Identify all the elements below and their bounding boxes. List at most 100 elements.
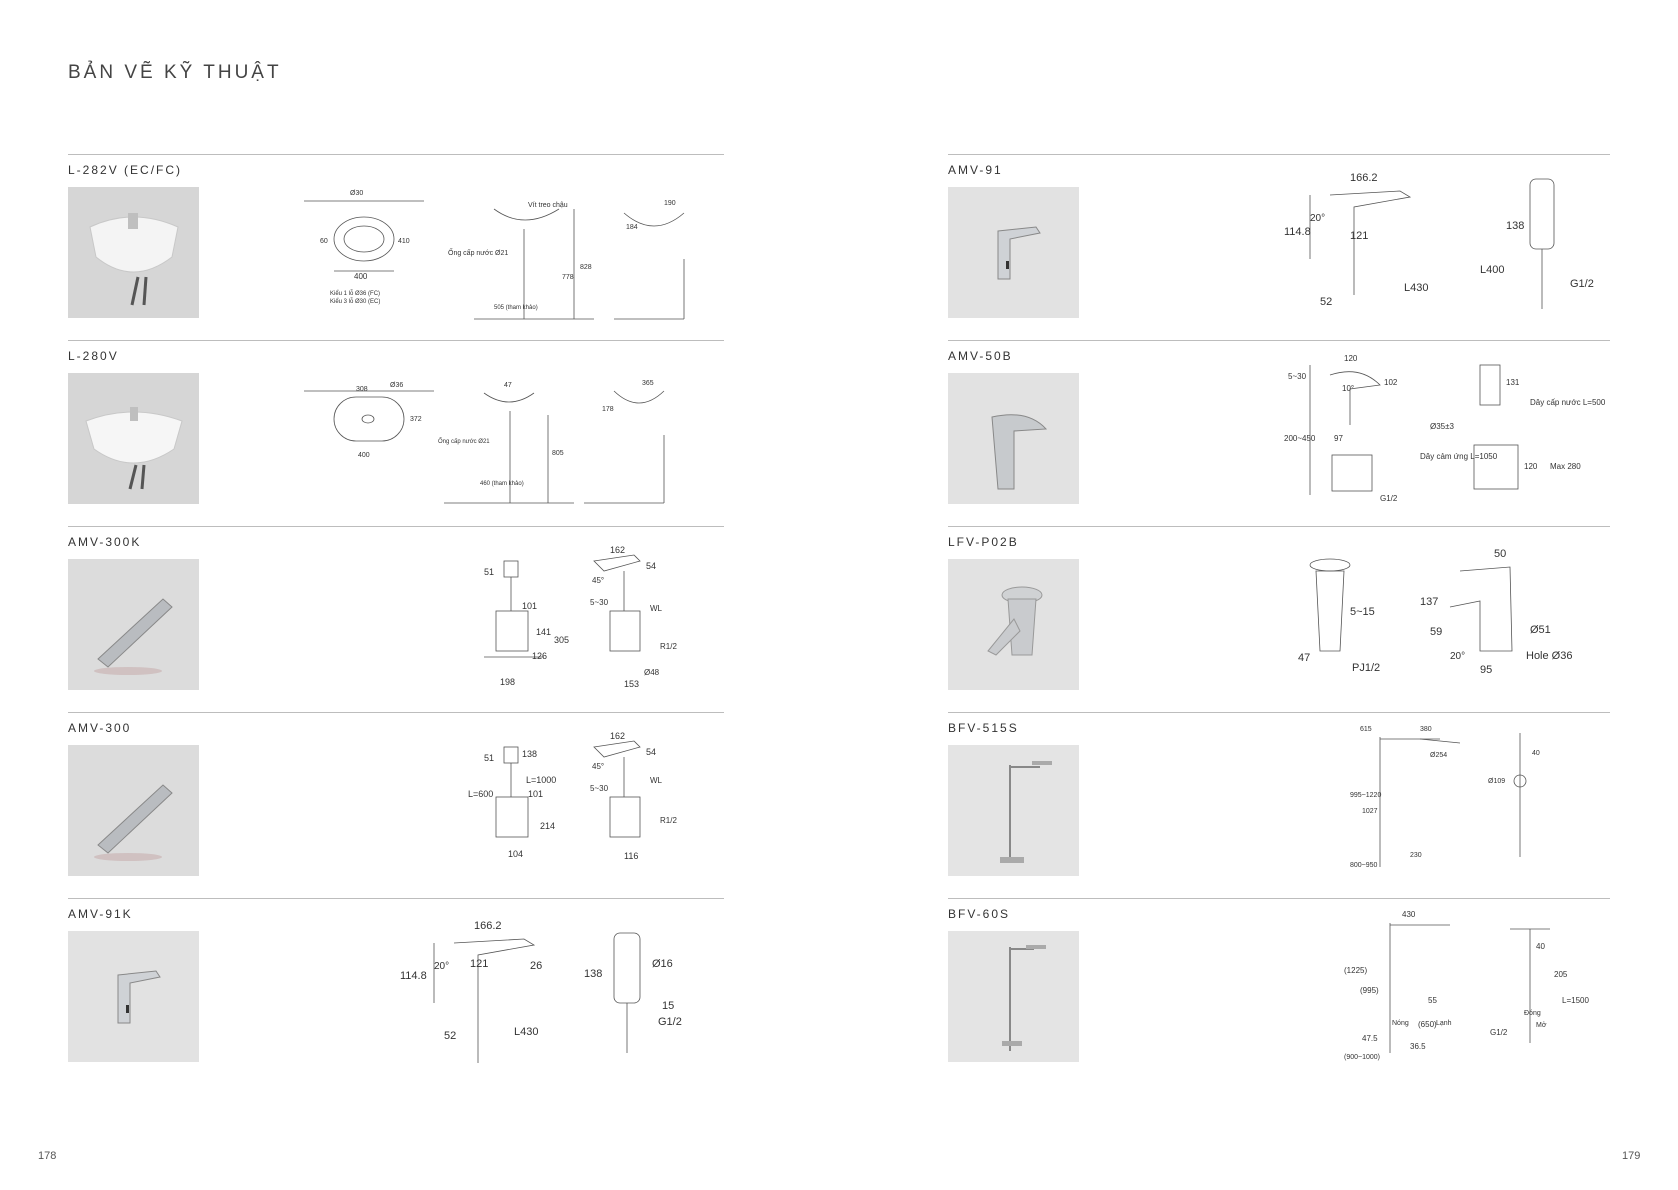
svg-text:Nóng: Nóng <box>1392 1020 1409 1027</box>
spec-section-lfvp02b: LFV-P02B 5~15 47 PJ1/2 50 137 59 20° Ø51… <box>948 526 1610 712</box>
model-label: BFV-515S <box>948 721 1019 735</box>
svg-text:120: 120 <box>1524 462 1538 471</box>
svg-text:WL: WL <box>650 604 663 613</box>
push-faucet-photo <box>948 559 1079 690</box>
svg-text:5~30: 5~30 <box>1288 372 1307 381</box>
svg-text:45°: 45° <box>592 576 604 585</box>
svg-text:54: 54 <box>646 747 656 757</box>
technical-drawing: 166.2 20° 121 114.8 52 L430 138 L400 G1/… <box>1280 159 1610 337</box>
svg-text:36.5: 36.5 <box>1410 1042 1426 1051</box>
svg-text:52: 52 <box>444 1030 456 1042</box>
svg-text:190: 190 <box>664 200 676 207</box>
svg-text:365: 365 <box>642 380 654 387</box>
svg-text:505 (tham khảo): 505 (tham khảo) <box>494 305 538 311</box>
svg-text:460 (tham khảo): 460 (tham khảo) <box>480 481 524 487</box>
svg-text:Kiểu 1 lỗ Ø36 (FC): Kiểu 1 lỗ Ø36 (FC) <box>330 290 380 297</box>
svg-text:Đóng: Đóng <box>1524 1010 1541 1017</box>
svg-text:138: 138 <box>1506 220 1524 232</box>
svg-text:214: 214 <box>540 821 555 831</box>
model-label: AMV-50B <box>948 349 1013 363</box>
page-number-left: 178 <box>38 1150 57 1162</box>
svg-text:PJ1/2: PJ1/2 <box>1352 662 1380 674</box>
technical-drawing: 166.2 20° 121 114.8 26 52 L430 138 Ø16 1… <box>394 903 724 1081</box>
model-label: AMV-91K <box>68 907 133 921</box>
svg-text:20°: 20° <box>434 961 449 972</box>
technical-drawing: 430 (1225) (995) (650) 47.5 36.5 (900~10… <box>1340 903 1610 1081</box>
technical-drawing: 51 138 L=1000 L=600 101 214 104 162 54 4… <box>464 717 724 895</box>
svg-text:430: 430 <box>1402 910 1416 919</box>
svg-text:166.2: 166.2 <box>474 920 502 932</box>
sensor-faucet-photo <box>68 559 199 690</box>
svg-text:372: 372 <box>410 416 422 423</box>
svg-text:Ø36: Ø36 <box>390 382 403 389</box>
svg-text:800~950: 800~950 <box>1350 862 1378 869</box>
svg-text:141: 141 <box>536 627 551 637</box>
svg-text:114.8: 114.8 <box>400 970 427 982</box>
svg-text:(650): (650) <box>1418 1020 1437 1029</box>
svg-text:1027: 1027 <box>1362 808 1378 815</box>
svg-text:400: 400 <box>354 272 368 281</box>
svg-text:Ø48: Ø48 <box>644 668 660 677</box>
svg-text:162: 162 <box>610 731 625 741</box>
svg-text:40: 40 <box>1532 750 1540 757</box>
svg-text:Max 280: Max 280 <box>1550 462 1581 471</box>
sensor-faucet-photo <box>948 187 1079 318</box>
svg-text:Dây cảm ứng L=1050: Dây cảm ứng L=1050 <box>1420 452 1498 461</box>
svg-text:995~1220: 995~1220 <box>1350 792 1381 799</box>
svg-text:Ống cấp nước Ø21: Ống cấp nước Ø21 <box>448 247 508 257</box>
svg-text:R1/2: R1/2 <box>660 816 677 825</box>
svg-text:Ø254: Ø254 <box>1430 752 1447 759</box>
left-column: L-282V (EC/FC) 400 410 60 Ø30 Kiểu 1 lỗ … <box>68 154 724 1084</box>
page-number-right: 179 <box>1622 1150 1641 1162</box>
svg-text:51: 51 <box>484 567 494 577</box>
svg-text:97: 97 <box>1334 434 1343 443</box>
svg-text:102: 102 <box>1384 378 1398 387</box>
svg-text:L430: L430 <box>1404 282 1428 294</box>
svg-text:198: 198 <box>500 677 515 687</box>
technical-drawing: 51 101 141 305 126 198 162 54 45° 5~30 W… <box>464 531 724 709</box>
right-column: AMV-91 166.2 20° 121 114.8 52 L430 138 L… <box>948 154 1610 1084</box>
svg-text:G1/2: G1/2 <box>658 1016 682 1028</box>
svg-text:52: 52 <box>1320 296 1332 308</box>
svg-text:40: 40 <box>1536 942 1545 951</box>
svg-text:308: 308 <box>356 386 368 393</box>
svg-text:778: 778 <box>562 274 574 281</box>
svg-text:101: 101 <box>522 601 537 611</box>
svg-text:126: 126 <box>532 651 547 661</box>
model-label: AMV-300 <box>68 721 132 735</box>
svg-text:205: 205 <box>1554 970 1568 979</box>
svg-text:Ø30: Ø30 <box>350 190 363 197</box>
svg-text:230: 230 <box>1410 852 1422 859</box>
wall-basin-photo <box>68 373 199 504</box>
svg-text:47.5: 47.5 <box>1362 1034 1378 1043</box>
model-label: L-282V (EC/FC) <box>68 163 183 177</box>
spec-section-l282v: L-282V (EC/FC) 400 410 60 Ø30 Kiểu 1 lỗ … <box>68 154 724 340</box>
spec-section-l280v: L-280V 400 308 Ø36 372 47 <box>68 340 724 526</box>
shower-column-photo <box>948 931 1079 1062</box>
svg-text:104: 104 <box>508 849 523 859</box>
svg-text:WL: WL <box>650 776 663 785</box>
svg-text:400: 400 <box>358 452 370 459</box>
svg-text:54: 54 <box>646 561 656 571</box>
svg-text:55: 55 <box>1428 996 1437 1005</box>
svg-text:5~30: 5~30 <box>590 598 609 607</box>
technical-drawing: 120 5~30 102 10° 97 200~450 G1/2 131 Ø35… <box>1280 345 1610 523</box>
svg-text:5~30: 5~30 <box>590 784 609 793</box>
svg-text:828: 828 <box>580 264 592 271</box>
technical-drawing: 615 380 Ø254 995~1220 1027 800~950 230 4… <box>1340 717 1610 895</box>
svg-text:(1225): (1225) <box>1344 966 1367 975</box>
svg-text:Ø109: Ø109 <box>1488 778 1505 785</box>
svg-text:121: 121 <box>470 958 488 970</box>
svg-text:51: 51 <box>484 753 494 763</box>
spec-section-bfv515s: BFV-515S 615 380 Ø254 995~1220 1027 800~… <box>948 712 1610 898</box>
svg-text:805: 805 <box>552 450 564 457</box>
svg-text:Hole Ø36: Hole Ø36 <box>1526 650 1572 662</box>
svg-text:184: 184 <box>626 224 638 231</box>
svg-text:153: 153 <box>624 679 639 689</box>
svg-text:Lạnh: Lạnh <box>1436 1020 1452 1027</box>
svg-text:Mở: Mở <box>1536 1021 1547 1029</box>
svg-text:615: 615 <box>1360 726 1372 733</box>
sensor-faucet-photo <box>68 931 199 1062</box>
sensor-faucet-photo <box>68 745 199 876</box>
spec-section-amv91k: AMV-91K 166.2 20° 121 114.8 26 52 L430 1… <box>68 898 724 1084</box>
